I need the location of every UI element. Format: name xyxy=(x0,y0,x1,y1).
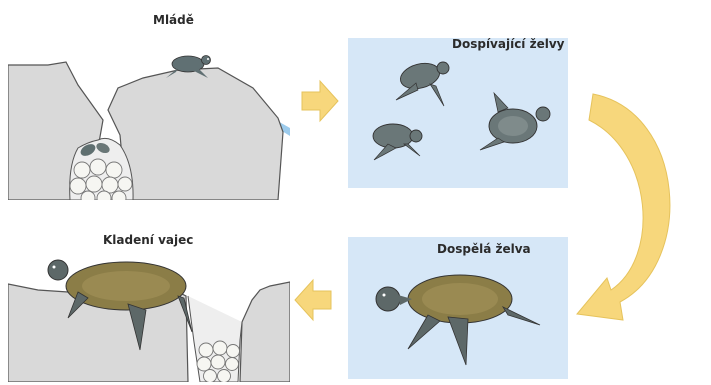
juveniles-illustration xyxy=(348,38,568,188)
juvenile-turtle-1 xyxy=(396,59,449,106)
arrow-juveniles-to-adult xyxy=(575,92,705,342)
stage-label-juveniles: Dospívající želvy xyxy=(452,37,564,51)
rock-right xyxy=(108,68,283,200)
juvenile-turtle-3 xyxy=(480,93,550,150)
stage-hatchlings xyxy=(8,40,290,200)
hatchlings-illustration xyxy=(8,40,290,200)
stage-juveniles xyxy=(348,38,568,188)
stage-label-adult: Dospělá želva xyxy=(437,242,531,256)
egg-laying-illustration xyxy=(8,252,290,382)
arrow-adult-to-egg-laying xyxy=(293,277,333,323)
stage-label-hatchlings: Mládě xyxy=(153,13,194,27)
stage-egg-laying xyxy=(8,252,290,382)
stage-adult xyxy=(348,237,568,379)
juvenile-turtle-2 xyxy=(373,124,422,160)
stage-label-egg-laying: Kladení vajec xyxy=(103,233,193,247)
adult-turtle-illustration xyxy=(348,237,568,379)
arrow-hatchlings-to-juveniles xyxy=(300,78,340,124)
adult-turtle xyxy=(376,275,540,365)
beach-ground-right xyxy=(240,282,290,382)
